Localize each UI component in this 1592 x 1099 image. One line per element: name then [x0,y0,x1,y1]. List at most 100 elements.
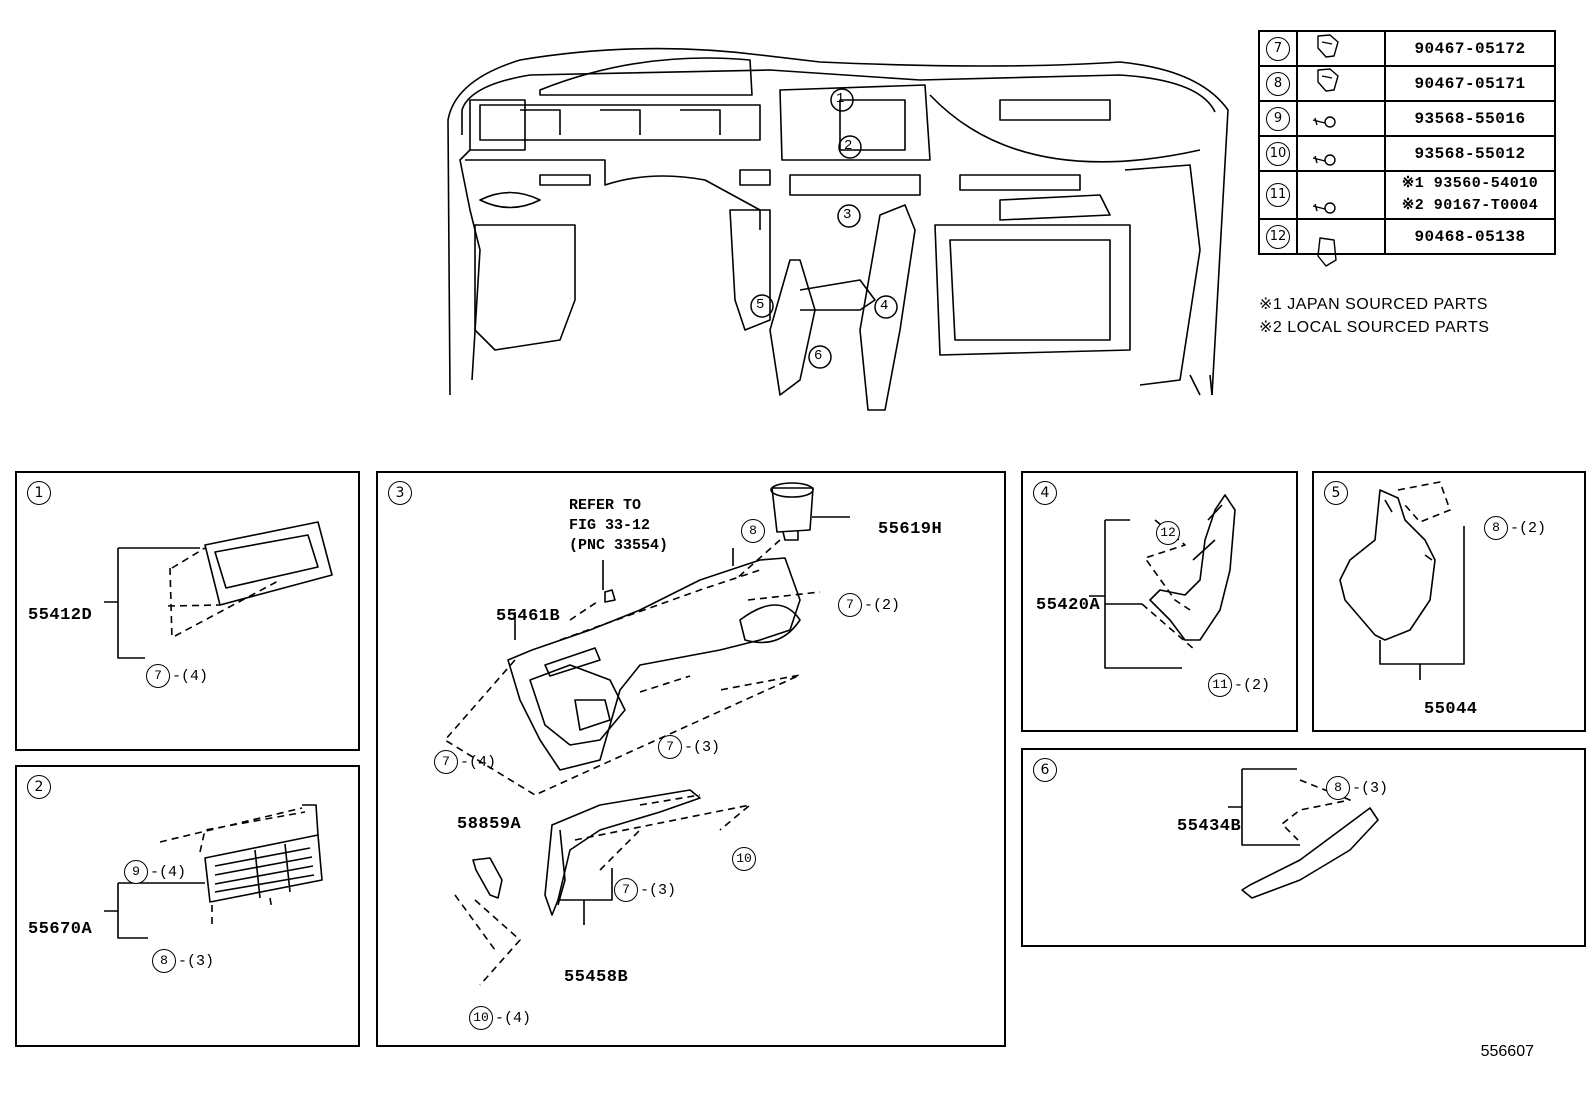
overview-callout-5[interactable]: 5 [756,297,765,313]
ref-number-circle: 8 [1266,71,1290,96]
ref-number-circle: 9 [1266,106,1290,131]
callout-qty: -(2) [864,596,901,614]
callout-clip-7a[interactable]: 7 -(2) [838,593,900,617]
callout-qty: -(4) [150,863,187,881]
note-japan-sourced: ※1 JAPAN SOURCED PARTS [1259,296,1488,313]
callout-circle: 10 [732,847,756,871]
instrument-panel-overview [447,47,1229,411]
part-number: 90467-05171 [1384,65,1556,102]
panel-number: 6 [1033,758,1057,782]
part-number-japan: ※1 93560-54010 [1401,175,1539,192]
callout-circle: 7 [658,735,682,759]
panel1-art [104,521,333,659]
part-label-55670a[interactable]: 55670A [28,920,93,939]
overview-callout-6[interactable]: 6 [814,348,823,364]
part-label-55619h[interactable]: 55619H [878,520,943,539]
parts-row[interactable]: 11 ※1 93560-54010 ※2 90167-T0004 [1258,170,1556,220]
screw-icon [1296,100,1386,137]
panel-number: 1 [27,481,51,505]
callout-circle: 12 [1156,521,1180,545]
panel5-art [1339,481,1465,680]
overview-callout-3[interactable]: 3 [843,207,852,223]
callout-circle: 11 [1208,673,1232,697]
part-label-55461b[interactable]: 55461B [496,607,561,626]
callout-circle: 8 [152,949,176,973]
callout-screw-11[interactable]: 11 -(2) [1208,673,1270,697]
part-label-55420a[interactable]: 55420A [1036,596,1101,615]
callout-clip-7d[interactable]: 7 -(3) [614,878,676,902]
callout-clip-8[interactable]: 8 -(3) [1326,776,1388,800]
callout-circle: 7 [146,664,170,688]
part-number: 90467-05172 [1384,30,1556,67]
callout-screw-10a[interactable]: 10 [732,847,758,871]
ref-number-circle: 11 [1266,183,1290,207]
detail-panel-2[interactable]: 2 [15,765,360,1047]
parts-row[interactable]: 8 90467-05171 [1258,65,1556,102]
part-number: 93568-55016 [1384,100,1556,137]
ref-number-circle: 12 [1266,224,1290,249]
callout-screw-9[interactable]: 9 -(4) [124,860,186,884]
callout-clip-8[interactable]: 8 -(2) [1484,516,1546,540]
callout-qty: -(3) [684,738,721,756]
callout-circle: 8 [1326,776,1350,800]
callout-qty: -(3) [178,952,215,970]
callout-clip-8[interactable]: 8 -(3) [152,949,214,973]
callout-circle: 8 [741,519,765,543]
panel-number: 2 [27,775,51,799]
callout-circle: 8 [1484,516,1508,540]
clip-icon [1296,65,1386,102]
callout-qty: -(4) [495,1009,532,1027]
callout-qty: -(4) [172,667,209,685]
parts-row[interactable]: 10 93568-55012 [1258,135,1556,172]
overview-callout-1[interactable]: 1 [836,91,845,107]
callout-clip-7b[interactable]: 7 -(4) [434,750,496,774]
diagram-number: 556607 [1480,1043,1534,1060]
panel3-art [444,482,850,986]
ref-number-circle: 10 [1266,141,1290,166]
part-number-local: ※2 90167-T0004 [1401,197,1539,214]
screw-icon [1296,170,1386,220]
part-number: 93568-55012 [1384,135,1556,172]
parts-row[interactable]: 9 93568-55016 [1258,100,1556,137]
detail-panel-6[interactable]: 6 [1021,748,1586,947]
detail-panel-5[interactable]: 5 [1312,471,1586,732]
note-local-sourced: ※2 LOCAL SOURCED PARTS [1259,319,1490,336]
panel-number: 4 [1033,481,1057,505]
panel6-art [1228,768,1379,899]
detail-panel-3[interactable]: 3 [376,471,1006,1047]
callout-clip-7[interactable]: 7 -(4) [146,664,208,688]
refer-to-fig-note: REFER TO FIG 33-12 (PNC 33554) [569,497,669,554]
nut-icon [1296,218,1386,255]
fastener-parts-table: 7 90467-05172 8 90467-05171 9 93568-5501… [1258,30,1556,255]
callout-clip-7c[interactable]: 7 -(3) [658,735,720,759]
detail-panel-1[interactable]: 1 [15,471,360,751]
overview-callout-2[interactable]: 2 [844,138,853,154]
clip-icon [1296,30,1386,67]
parts-row[interactable]: 12 90468-05138 [1258,218,1556,255]
callout-circle: 7 [434,750,458,774]
callout-qty: -(2) [1510,519,1547,537]
overview-callout-circles [750,88,898,369]
part-label-55044[interactable]: 55044 [1424,700,1478,719]
callout-screw-10b[interactable]: 10 -(4) [469,1006,531,1030]
callout-qty: -(3) [640,881,677,899]
part-label-55412d[interactable]: 55412D [28,606,93,625]
panel-number: 5 [1324,481,1348,505]
screw-icon [1296,135,1386,172]
callout-nut-12[interactable]: 12 [1156,521,1182,545]
panel-number: 3 [388,481,412,505]
ref-number-circle: 7 [1266,36,1290,61]
part-number-pair: ※1 93560-54010 ※2 90167-T0004 [1384,170,1556,220]
part-label-55434b[interactable]: 55434B [1177,817,1242,836]
callout-circle: 7 [614,878,638,902]
callout-circle: 7 [838,593,862,617]
callout-qty: -(3) [1352,779,1389,797]
part-label-58859a[interactable]: 58859A [457,815,522,834]
callout-qty: -(4) [460,753,497,771]
callout-clip-8[interactable]: 8 [741,519,767,543]
overview-callout-4[interactable]: 4 [880,298,889,314]
detail-panel-4[interactable]: 4 [1021,471,1298,732]
part-label-55458b[interactable]: 55458B [564,968,629,987]
parts-row[interactable]: 7 90467-05172 [1258,30,1556,67]
